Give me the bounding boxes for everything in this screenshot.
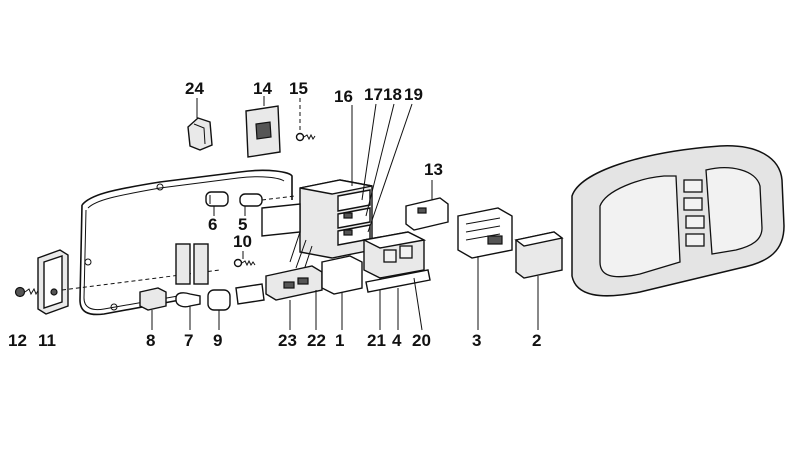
label-6: 6 [208, 215, 218, 234]
part-5-bulb [239, 193, 296, 216]
part-14-pad [245, 96, 281, 158]
label-23: 23 [278, 331, 297, 350]
part-12-screw [14, 286, 42, 298]
part-9-cap [207, 289, 231, 330]
part-7-bulb [175, 292, 201, 330]
label-19: 19 [404, 85, 423, 104]
label-21: 21 [367, 331, 386, 350]
label-1: 1 [335, 331, 345, 350]
label-24: 24 [185, 79, 204, 98]
part-13-bracket [405, 180, 449, 231]
part-11-cover [37, 249, 221, 315]
label-7: 7 [184, 331, 194, 350]
bracket-parts [175, 243, 265, 305]
overhead-console-housing [79, 169, 293, 316]
label-22: 22 [307, 331, 326, 350]
label-2: 2 [532, 331, 542, 350]
label-14: 14 [253, 79, 272, 98]
part-1-carrier [321, 255, 363, 330]
part-2-module [514, 231, 564, 330]
label-15: 15 [289, 79, 308, 98]
part-15-screw [295, 98, 316, 142]
label-10: 10 [233, 232, 252, 251]
label-3: 3 [472, 331, 482, 350]
label-12: 12 [8, 331, 27, 350]
part-3-circuit-board [457, 207, 513, 330]
label-9: 9 [213, 331, 223, 350]
label-20: 20 [412, 331, 431, 350]
label-13: 13 [424, 160, 443, 179]
part-20-switch-unit [361, 231, 431, 331]
label-18: 18 [383, 85, 402, 104]
label-4: 4 [392, 331, 402, 350]
label-16: 16 [334, 87, 353, 106]
part-23-switch-strip [265, 265, 323, 330]
part-24-clip [187, 98, 213, 151]
part-10-screw [233, 251, 256, 268]
console-bezel [571, 145, 785, 297]
label-5: 5 [238, 215, 248, 234]
part-6-bulb-holder [205, 191, 229, 216]
label-11: 11 [38, 331, 56, 350]
part-8-socket [139, 287, 167, 330]
label-17: 17 [364, 85, 383, 104]
label-8: 8 [146, 331, 156, 350]
